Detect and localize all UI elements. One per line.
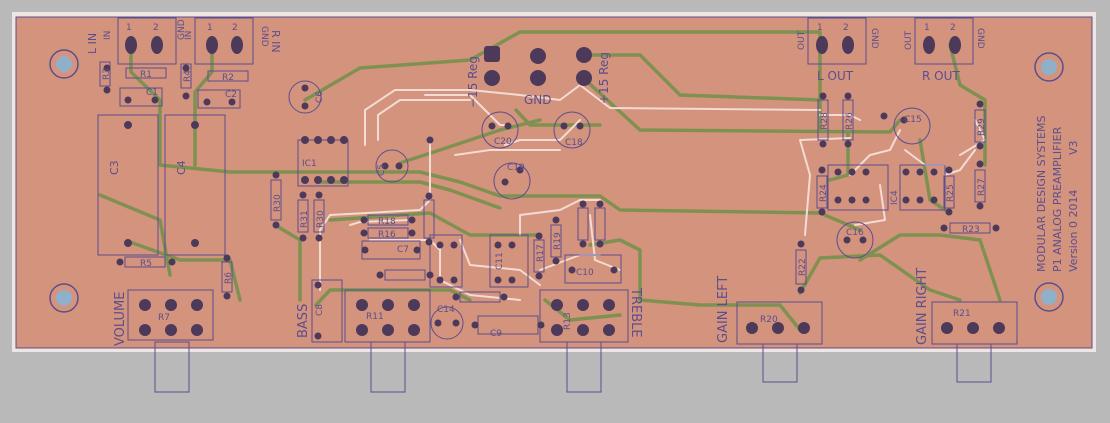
ref-r11: R11 [366, 312, 384, 322]
ref-c15: C15 [904, 115, 922, 125]
ref-c20: C20 [494, 137, 512, 147]
ref-r28: R28 [820, 112, 830, 130]
ref-c11: C11 [495, 252, 505, 270]
label-bass: BASS [296, 304, 311, 338]
label-out-gnd-left: GND [869, 28, 879, 49]
ref-r19: R19 [553, 232, 563, 250]
label-out-gnd-right: GND [975, 28, 985, 49]
ref-r31: R31 [300, 210, 310, 228]
ref-r25: R25 [946, 184, 956, 202]
component-outlines [97, 17, 1018, 393]
ref-c5: C5 [377, 164, 387, 176]
label-neg-15-reg: −15 Reg [466, 56, 480, 108]
ref-r18: R18 [378, 217, 396, 227]
label-rev: V3 [1067, 140, 1080, 155]
label-out-right: OUT [904, 30, 914, 50]
label-company: MODULAR DESIGN SYSTEMS [1035, 116, 1048, 272]
ref-r23: R23 [962, 225, 980, 235]
ref-r5: R5 [140, 259, 152, 269]
silkscreen-labels: L IN IN 1 2 GND IN 1 2 GND R IN OUT 1 2 … [86, 19, 1080, 346]
label-version: Version 0 2014 [1067, 190, 1080, 272]
ref-c8: C8 [315, 304, 325, 316]
ref-r2: R2 [222, 73, 234, 83]
ref-r21: R21 [953, 309, 971, 319]
ref-r1: R1 [140, 70, 152, 80]
label-in-pin1-left: 1 [126, 23, 132, 33]
ref-c1: C1 [146, 88, 158, 98]
ref-r3: R3 [102, 68, 112, 80]
ref-ic4: IC4 [890, 190, 900, 205]
ref-c14: C14 [437, 305, 455, 315]
ref-c3: C3 [108, 160, 121, 175]
mounting-hole-top-left [49, 49, 79, 79]
label-out-pin1-right: 1 [924, 23, 930, 33]
ref-c4: C4 [175, 160, 188, 175]
ref-ic1: IC1 [302, 159, 317, 169]
mounting-hole-bottom-left [49, 283, 79, 313]
pads [103, 36, 1005, 340]
label-treble: TREBLE [628, 287, 643, 338]
label-product: P1 ANALOG PREAMPLIFIER [1051, 126, 1064, 272]
label-out-left: OUT [797, 30, 807, 50]
label-in-left-pin: IN [103, 31, 113, 40]
label-in-pin2-right: 2 [232, 23, 238, 33]
label-out-pin2-left: 2 [843, 23, 849, 33]
label-gain-left: GAIN LEFT [716, 276, 731, 343]
ref-r7: R7 [158, 313, 170, 323]
ref-r6: R6 [224, 272, 234, 284]
ref-r13: R13 [563, 312, 573, 330]
ref-c18: C18 [565, 138, 583, 148]
ref-r10: R30 [316, 210, 326, 228]
ref-r26: R26 [845, 112, 855, 130]
ref-c2: C2 [225, 90, 237, 100]
ref-r24: R24 [819, 184, 829, 202]
ref-c19: C19 [507, 163, 525, 173]
label-out-pin2-right: 2 [950, 23, 956, 33]
ref-r27: R27 [977, 178, 987, 196]
label-in-pin1-right: 1 [207, 23, 213, 33]
pcb-board [15, 16, 1093, 349]
ref-c7: C7 [397, 245, 409, 255]
label-out-pin1-left: 1 [817, 23, 823, 33]
ref-c16: C16 [846, 228, 864, 238]
ref-c6: C6 [315, 91, 325, 103]
ref-c10: C10 [576, 268, 594, 278]
mounting-hole-bottom-right [1034, 282, 1064, 312]
label-gnd-left: GND [177, 19, 187, 40]
ref-r20: R20 [760, 315, 778, 325]
mounting-hole-top-right [1034, 52, 1064, 82]
label-r-in: R IN [269, 30, 282, 53]
label-power-gnd: GND [524, 93, 552, 107]
label-r-out: R OUT [922, 69, 960, 83]
label-l-out: L OUT [817, 69, 854, 83]
label-gnd-right: GND [259, 26, 269, 47]
ref-r30: R30 [273, 194, 283, 212]
label-in-right-pin: IN [184, 31, 194, 40]
label-gain-right: GAIN RIGHT [915, 268, 930, 345]
ref-r29: R29 [977, 118, 987, 136]
label-volume: VOLUME [113, 292, 128, 346]
label-l-in: L IN [86, 33, 99, 54]
label-pos-15-reg: +15 Reg [597, 52, 611, 104]
ref-r22: R22 [798, 258, 808, 276]
ref-r16: R16 [378, 230, 396, 240]
ref-c9: C9 [490, 329, 502, 339]
label-in-pin2-left: 2 [153, 23, 159, 33]
ref-r17: R17 [536, 244, 546, 262]
ref-r4: R4 [183, 70, 193, 82]
